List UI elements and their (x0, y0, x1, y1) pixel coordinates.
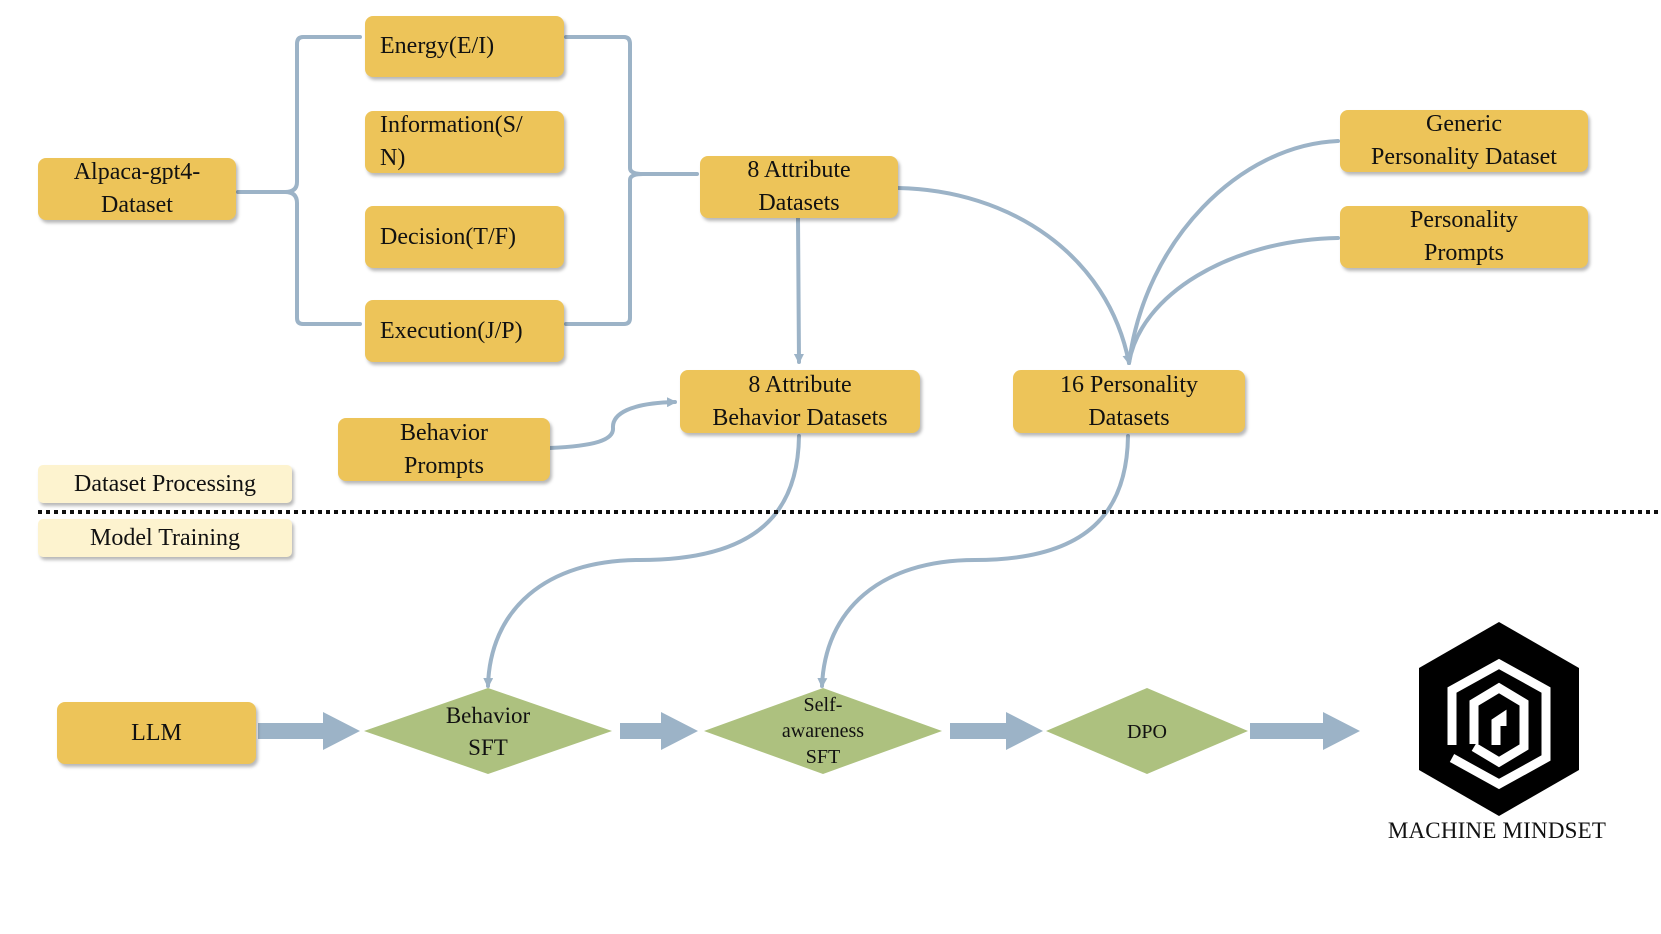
personality-prompts-label: Personality Prompts (1410, 207, 1518, 266)
generic-personality-box: Generic Personality Dataset (1340, 110, 1588, 172)
behavior-sft-label: Behavior SFT (445, 703, 531, 760)
execution-box: Execution(J/P) (365, 300, 564, 362)
dataset-processing-label: Dataset Processing (74, 470, 256, 497)
brace-right (564, 35, 699, 326)
model-training-label-box: Model Training (38, 519, 292, 557)
alpaca-dataset-box: Alpaca-gpt4- Dataset (38, 158, 236, 220)
brand-name: MACHINE MINDSET (1387, 818, 1607, 843)
information-box: Information(S/ N) (365, 111, 564, 173)
alpaca-dataset-label: Alpaca-gpt4- Dataset (73, 159, 201, 218)
personality-datasets-label: 16 Personality Datasets (1060, 371, 1198, 431)
connector-behavior-to-sft (483, 434, 801, 688)
attribute-behavior-datasets-box: 8 Attribute Behavior Datasets (680, 370, 920, 433)
dataset-processing-label-box: Dataset Processing (38, 465, 292, 503)
execution-label: Execution(J/P) (380, 317, 523, 344)
attribute-datasets-label: 8 Attribute Datasets (747, 157, 851, 216)
connector-prompts-to-behavior (548, 397, 677, 450)
personality-datasets-box: 16 Personality Datasets (1013, 370, 1245, 433)
diamond-dpo (1046, 688, 1248, 774)
diamond-self-awareness-sft (704, 688, 942, 774)
connector-personality-to-sft (817, 434, 1130, 688)
connector-attribute-to-personality (896, 186, 1133, 365)
attribute-behavior-datasets-label: 8 Attribute Behavior Datasets (712, 371, 888, 431)
arrow-llm-to-behavior (258, 712, 360, 750)
energy-box: Energy(E/I) (365, 16, 564, 77)
llm-label: LLM (131, 719, 182, 746)
machine-mindset-hexagon-logo (1419, 622, 1579, 816)
model-training-label: Model Training (89, 524, 241, 551)
llm-box: LLM (57, 702, 256, 764)
connector-attribute-to-behavior (793, 216, 804, 364)
self-awareness-sft-label: Self- awareness SFT (781, 694, 865, 768)
connector-generic-to-personality (1127, 139, 1340, 365)
connector-prompts-to-personality (1127, 236, 1340, 365)
diamond-behavior-sft (364, 688, 612, 774)
arrow-behavior-to-selfawareness (620, 712, 698, 750)
arrow-selfawareness-to-dpo (950, 712, 1043, 750)
decision-label: Decision(T/F) (380, 223, 516, 250)
attribute-datasets-box: 8 Attribute Datasets (700, 156, 898, 218)
behavior-prompts-label: Behavior Prompts (400, 419, 488, 479)
information-label: Information(S/ N) (380, 112, 523, 171)
arrow-dpo-to-model (1250, 712, 1360, 750)
decision-box: Decision(T/F) (365, 206, 564, 268)
dpo-label: DPO (1126, 721, 1167, 743)
energy-label: Energy(E/I) (380, 33, 495, 59)
generic-personality-label: Generic Personality Dataset (1371, 111, 1557, 170)
personality-prompts-box: Personality Prompts (1340, 206, 1588, 268)
brace-left (236, 35, 362, 326)
behavior-prompts-box: Behavior Prompts (338, 418, 550, 481)
